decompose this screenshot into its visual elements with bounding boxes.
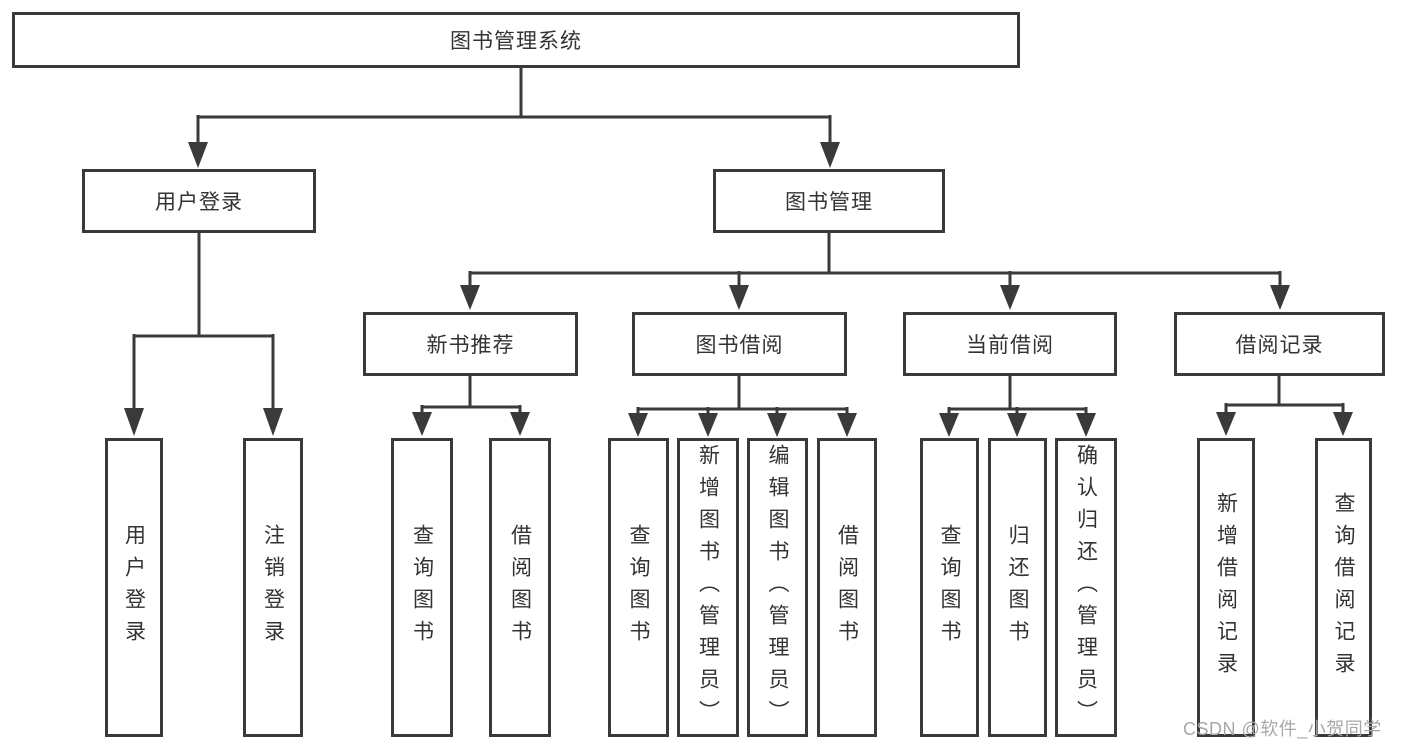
leaf-logout: 注销登录 bbox=[243, 438, 303, 737]
arrowhead-icon bbox=[1270, 285, 1290, 310]
node-current-borrow: 当前借阅 bbox=[903, 312, 1117, 376]
arrowhead-icon bbox=[837, 413, 857, 437]
leaf-return-books: 归还图书 bbox=[988, 438, 1047, 737]
node-root: 图书管理系统 bbox=[12, 12, 1020, 68]
arrowhead-icon bbox=[729, 285, 749, 310]
node-new-book-recommend: 新书推荐 bbox=[363, 312, 578, 376]
node-book-borrow: 图书借阅 bbox=[632, 312, 847, 376]
arrowhead-group bbox=[124, 142, 1353, 437]
connector-book-borrow bbox=[636, 376, 849, 415]
csdn-watermark: CSDN @软件_小贺同学 bbox=[1183, 719, 1382, 739]
connector-root bbox=[196, 68, 832, 144]
connector-new-book-recommend bbox=[420, 376, 522, 414]
leaf-query-books-current: 查询图书 bbox=[920, 438, 979, 737]
connector-stroke-group bbox=[132, 68, 1345, 415]
arrowhead-icon bbox=[1076, 413, 1096, 437]
arrowhead-icon bbox=[698, 413, 718, 437]
leaf-add-books-admin: 新增图书（管理员） bbox=[677, 438, 739, 737]
connector-user-login bbox=[132, 233, 275, 410]
leaf-borrow-books-recommend: 借阅图书 bbox=[489, 438, 551, 737]
arrowhead-icon bbox=[412, 412, 432, 436]
arrowhead-icon bbox=[263, 408, 283, 436]
arrowhead-icon bbox=[1333, 412, 1353, 436]
leaf-query-books-recommend: 查询图书 bbox=[391, 438, 453, 737]
leaf-query-books-borrow: 查询图书 bbox=[608, 438, 669, 737]
arrowhead-icon bbox=[767, 413, 787, 437]
node-borrow-records: 借阅记录 bbox=[1174, 312, 1385, 376]
leaf-query-borrow-record: 查询借阅记录 bbox=[1315, 438, 1372, 737]
arrowhead-icon bbox=[124, 408, 144, 436]
arrowhead-icon bbox=[1007, 413, 1027, 437]
arrowhead-icon bbox=[1216, 412, 1236, 436]
leaf-add-borrow-record: 新增借阅记录 bbox=[1197, 438, 1255, 737]
leaf-user-login: 用户登录 bbox=[105, 438, 163, 737]
connector-current-borrow bbox=[947, 376, 1088, 415]
connector-book-management bbox=[468, 233, 1282, 287]
arrowhead-icon bbox=[1000, 285, 1020, 310]
arrowhead-icon bbox=[188, 142, 208, 168]
leaf-borrow-books: 借阅图书 bbox=[817, 438, 877, 737]
leaf-edit-books-admin: 编辑图书（管理员） bbox=[747, 438, 808, 737]
arrowhead-icon bbox=[510, 412, 530, 436]
arrowhead-icon bbox=[939, 413, 959, 437]
node-book-management: 图书管理 bbox=[713, 169, 945, 233]
arrowhead-icon bbox=[628, 413, 648, 437]
arrowhead-icon bbox=[820, 142, 840, 168]
leaf-confirm-return-admin: 确认归还（管理员） bbox=[1055, 438, 1117, 737]
arrowhead-icon bbox=[460, 285, 480, 310]
node-user-login: 用户登录 bbox=[82, 169, 316, 233]
connector-borrow-records bbox=[1224, 376, 1345, 414]
